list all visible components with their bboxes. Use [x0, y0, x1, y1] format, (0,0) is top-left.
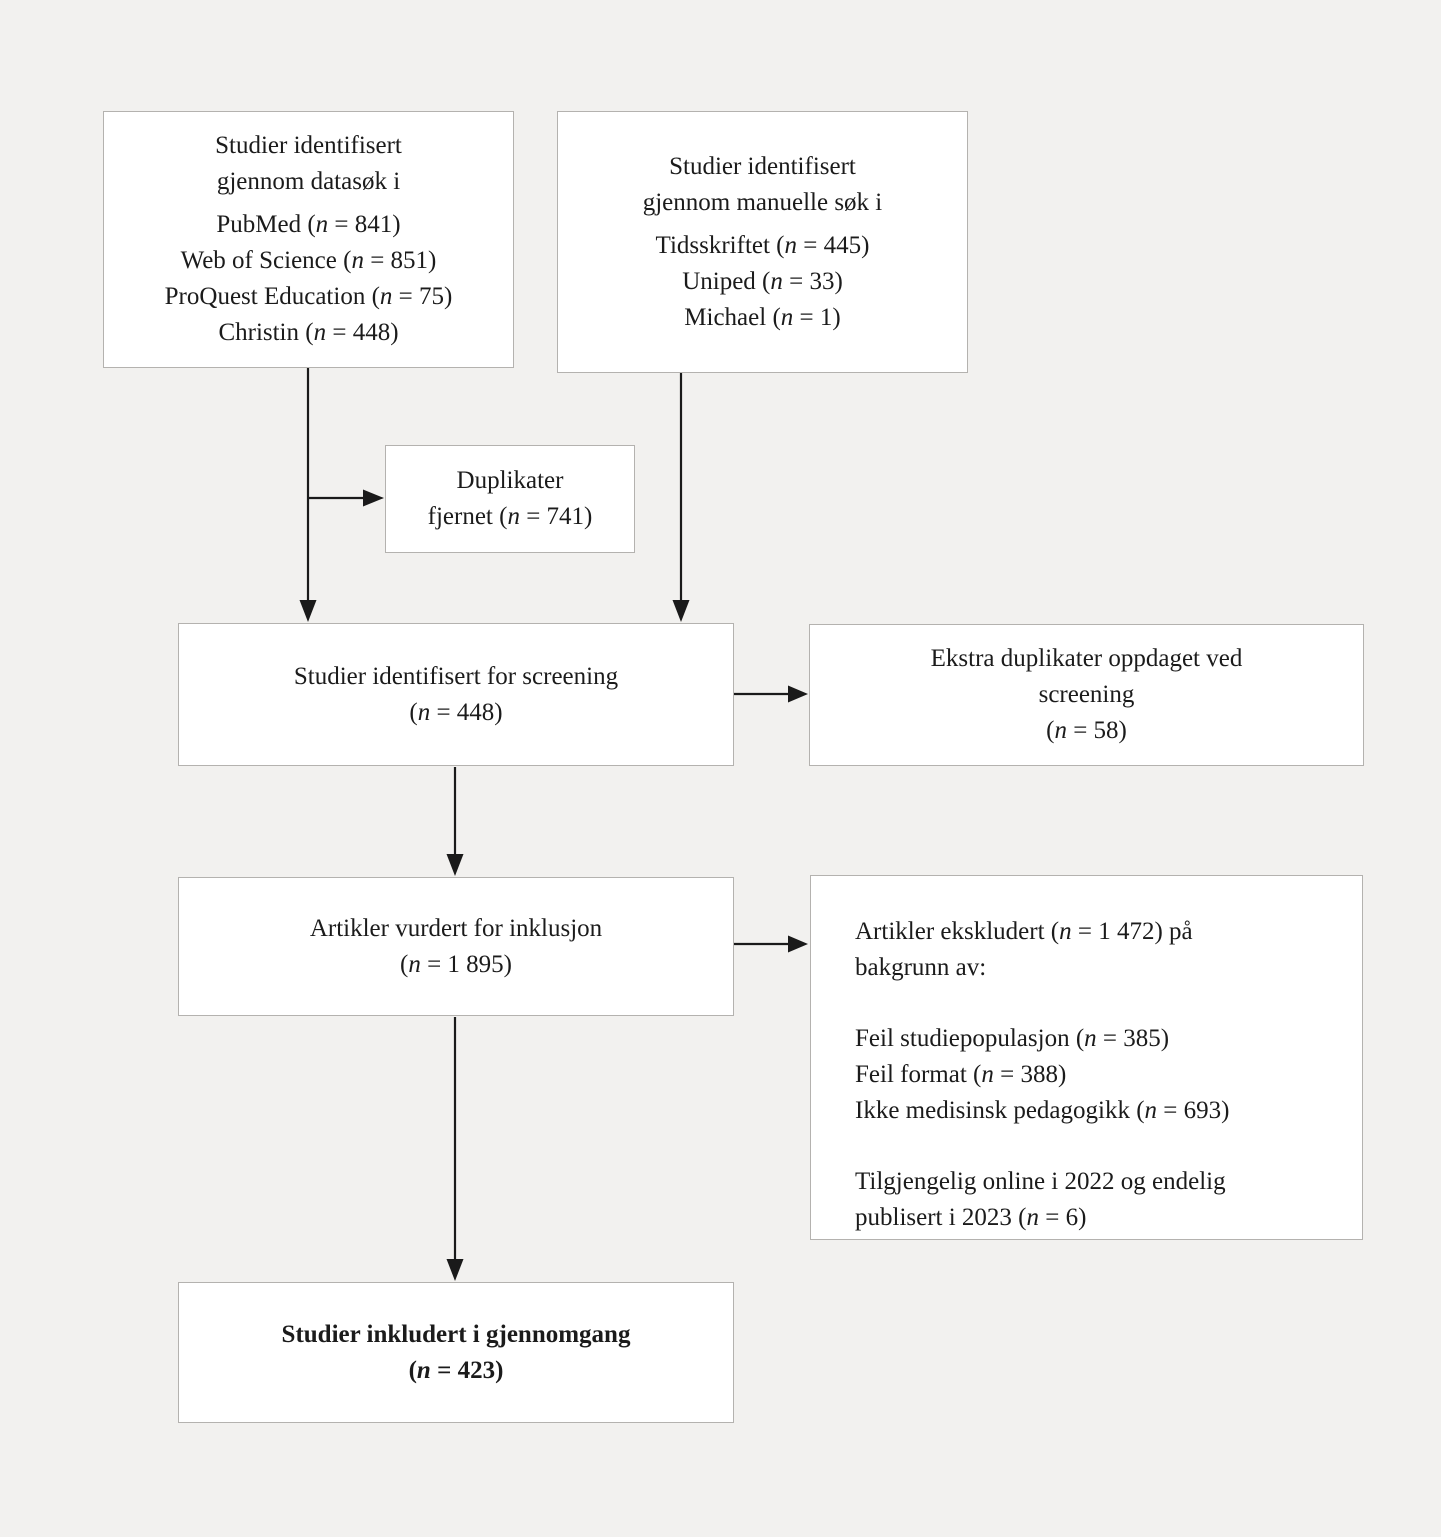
source-count: Michael (n = 1) — [684, 303, 841, 331]
text-line: bakgrunn av: — [855, 954, 987, 981]
exclusion-reason: Feil studiepopulasjon (n = 385) — [855, 1025, 1170, 1052]
excluded-note: Tilgjengelig online i 2022 og endelig pu… — [855, 1164, 1226, 1236]
exclusion-reason: Feil format (n = 388) — [855, 1061, 1067, 1088]
arrow-inclusion-to-excluded — [734, 935, 808, 953]
text-line: Tilgjengelig online i 2022 og endelig — [855, 1168, 1226, 1195]
manual-search-sources: Tidsskriftet (n = 445) Uniped (n = 33) M… — [656, 228, 870, 336]
box-included: Studier inkludert i gjennomgang (n = 423… — [178, 1282, 734, 1423]
arrow-database-to-screening — [299, 368, 317, 622]
text-line: Duplikater — [456, 467, 564, 494]
box-inclusion-assessment: Artikler vurdert for inklusjon (n = 1 89… — [178, 877, 734, 1016]
box-screening: Studier identifisert for screening (n = … — [178, 623, 734, 766]
text-line: Studier identifisert — [669, 152, 856, 180]
arrow-inclusion-to-included — [446, 1017, 464, 1281]
source-count: Tidsskriftet (n = 445) — [655, 231, 870, 259]
text-line: (n = 58) — [1046, 717, 1127, 744]
arrow-screening-to-extra-duplicates — [734, 685, 808, 703]
text-line: publisert i 2023 (n = 6) — [855, 1204, 1087, 1231]
excluded-reasons: Feil studiepopulasjon (n = 385) Feil for… — [855, 1021, 1229, 1129]
exclusion-reason: Ikke medisinsk pedagogikk (n = 693) — [855, 1097, 1230, 1124]
text-line: screening — [1038, 681, 1135, 708]
text-line: Studier inkludert i gjennomgang — [281, 1320, 631, 1348]
text-line: gjennom datasøk i — [216, 168, 401, 195]
excluded-intro: Artikler ekskludert (n = 1 472) på bakgr… — [855, 914, 1193, 986]
database-search-title: Studier identifisert gjennom datasøk i — [215, 128, 402, 200]
manual-search-title: Studier identifisert gjennom manuelle sø… — [643, 149, 883, 221]
text-line: Studier identifisert — [215, 132, 402, 159]
box-duplicates-removed: Duplikater fjernet (n = 741) — [385, 445, 635, 553]
source-count: ProQuest Education (n = 75) — [164, 283, 453, 310]
arrow-manual-to-screening — [672, 373, 690, 622]
arrow-branch-to-duplicates — [308, 489, 384, 507]
box-manual-search: Studier identifisert gjennom manuelle sø… — [557, 111, 968, 373]
source-count: Uniped (n = 33) — [682, 267, 843, 295]
source-count: Web of Science (n = 851) — [180, 247, 437, 274]
box-extra-duplicates: Ekstra duplikater oppdaget ved screening… — [809, 624, 1364, 766]
text-line: (n = 423) — [408, 1356, 504, 1384]
arrow-screening-to-inclusion — [446, 767, 464, 876]
database-search-sources: PubMed (n = 841) Web of Science (n = 851… — [165, 207, 453, 351]
text-line: gjennom manuelle søk i — [642, 188, 883, 216]
text-line: Studier identifisert for screening — [293, 662, 619, 690]
text-line: Artikler ekskludert (n = 1 472) på — [855, 918, 1193, 945]
text-line: fjernet (n = 741) — [427, 503, 593, 530]
box-excluded: Artikler ekskludert (n = 1 472) på bakgr… — [810, 875, 1363, 1240]
box-database-search: Studier identifisert gjennom datasøk i P… — [103, 111, 514, 368]
text-line: Ekstra duplikater oppdaget ved — [930, 645, 1243, 672]
source-count: PubMed (n = 841) — [216, 211, 401, 238]
text-line: Artikler vurdert for inklusjon — [309, 914, 603, 942]
text-line: (n = 1 895) — [399, 950, 512, 978]
source-count: Christin (n = 448) — [218, 319, 399, 346]
text-line: (n = 448) — [409, 698, 503, 726]
